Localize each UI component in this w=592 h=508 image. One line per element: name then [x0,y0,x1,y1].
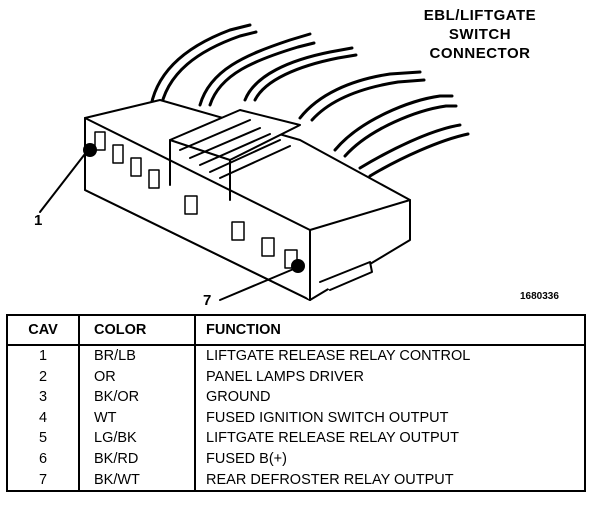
table-row: 1 BR/LB LIFTGATE RELEASE RELAY CONTROL [7,345,585,367]
cavity-7-marker [291,259,305,273]
cell-color: LG/BK [79,428,196,449]
callout-cavity-7: 7 [203,292,212,309]
cell-cav: 6 [7,448,80,470]
header-function: FUNCTION [195,315,585,346]
cell-cav: 7 [7,469,80,492]
cell-cav: 4 [7,407,80,429]
header-cav: CAV [7,315,80,346]
cell-color: WT [79,407,196,429]
callout-cavity-1: 1 [34,212,43,229]
title-line-2: SWITCH [448,26,512,43]
cell-function: GROUND [206,389,271,406]
cavity-1-marker [83,143,97,157]
diagram-title: EBL/LIFTGATE SWITCH CONNECTOR [380,6,580,63]
cell-cav: 2 [7,366,80,388]
cell-color: BR/LB [79,345,196,367]
cell-color: BK/WT [79,469,196,492]
connector-drawing [39,23,470,301]
cell-function: LIFTGATE RELEASE RELAY OUTPUT [206,430,460,447]
cell-cav: 3 [7,387,80,408]
cell-function: FUSED B(+) [206,450,287,467]
figure-id: 1680336 [520,291,559,302]
cell-function: REAR DEFROSTER RELAY OUTPUT [206,471,454,488]
table-header-row: CAV COLOR FUNCTION [7,315,585,346]
locking-ribs [169,109,301,201]
leader-line-1 [39,149,89,213]
cell-function: LIFTGATE RELEASE RELAY CONTROL [206,348,471,364]
table-row: 2 OR PANEL LAMPS DRIVER [7,366,585,388]
cell-color: BK/OR [79,387,196,408]
table-row: 7 BK/WT REAR DEFROSTER RELAY OUTPUT [7,469,585,492]
cavity-table: CAV COLOR FUNCTION 1 BR/LB LIFTGATE RELE… [6,314,586,493]
table-row: 6 BK/RD FUSED B(+) [7,448,585,470]
table-row: 5 LG/BK LIFTGATE RELEASE RELAY OUTPUT [7,428,585,449]
cell-function: PANEL LAMPS DRIVER [206,368,364,385]
cell-function: FUSED IGNITION SWITCH OUTPUT [206,409,449,426]
table-row: 3 BK/OR GROUND [7,387,585,408]
cell-color: OR [79,366,196,388]
cell-color: BK/RD [79,448,196,470]
cavity-openings [94,131,298,269]
table-row: 4 WT FUSED IGNITION SWITCH OUTPUT [7,407,585,429]
header-color: COLOR [79,315,196,346]
cell-cav: 5 [7,428,80,449]
wires [148,23,470,178]
leader-line-7 [219,267,297,301]
title-line-3: CONNECTOR [429,45,531,62]
cell-cav: 1 [7,345,80,367]
title-line-1: EBL/LIFTGATE [423,7,537,24]
